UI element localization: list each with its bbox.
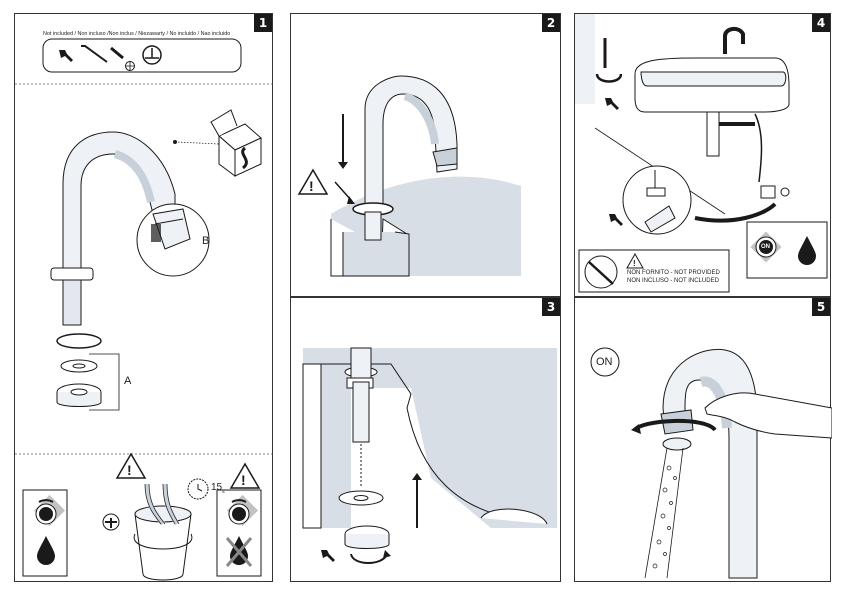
off-label: OFF: [246, 524, 258, 530]
warning-icon: [626, 252, 644, 269]
wrench-icon: [59, 50, 73, 62]
no-water-icon: [225, 536, 253, 567]
water-drop-icon: [798, 236, 816, 265]
step-number: 5: [812, 298, 830, 316]
note-line-1: NON FORNITO - NOT PROVIDED: [627, 270, 720, 276]
on-label: ON: [596, 356, 613, 368]
hand-drawing: [704, 392, 832, 439]
screwdriver-icon: [110, 46, 124, 60]
step-number: 4: [812, 14, 830, 32]
thermometer-icon: [780, 187, 790, 197]
panel-1-drawing: ! !: [15, 38, 274, 581]
svg-text:!: !: [309, 178, 314, 194]
not-included-note: Not included / Non incluso /Non inclus /…: [43, 31, 231, 37]
warning-icon-2: [229, 462, 261, 489]
panel-2-drawing: !: [297, 75, 521, 277]
wrench-icon: [605, 98, 619, 110]
svg-text:!: !: [633, 259, 636, 268]
faucet-drawing: [50, 131, 176, 326]
panel-step-1: 1 Not included / Non incluso /Non inclus…: [14, 13, 274, 582]
panel-4-drawing: !: [575, 14, 828, 293]
svg-text:!: !: [127, 462, 132, 478]
panel-5-drawing: [590, 347, 832, 579]
phillips-icon: [125, 61, 135, 71]
svg-text:!: !: [241, 472, 246, 488]
on-badge: [590, 347, 620, 377]
panel-3-drawing: [302, 347, 557, 564]
note-line-2: NON INCLUSO - NOT INCLUDED: [627, 278, 719, 284]
panel-step-3: 3: [290, 297, 561, 582]
bucket-drawing: [133, 483, 193, 581]
warning-icon: [115, 452, 147, 479]
panel-step-5: 5 ON: [574, 297, 832, 582]
wrench-icon-2: [609, 214, 623, 226]
panel-step-4: 4 ! NON FORNI: [574, 13, 831, 297]
label-a: A: [124, 375, 132, 387]
step-number: 2: [542, 14, 560, 32]
on-label: ON: [761, 244, 770, 250]
tools-box: [42, 38, 242, 73]
water-drop-icon: [37, 536, 55, 565]
parts-set-a: [56, 333, 102, 407]
warning-icon: [297, 168, 329, 195]
package-box-icon: [210, 109, 262, 177]
label-b: B: [202, 235, 210, 247]
step-number: 3: [542, 298, 560, 316]
wrench-icon: [321, 550, 335, 562]
allen-key-icon: [81, 45, 108, 63]
on-label: ON: [54, 524, 63, 530]
time-15: 15s: [211, 482, 225, 495]
step-number: 1: [254, 14, 272, 32]
panel-step-2: 2 !: [290, 13, 561, 297]
